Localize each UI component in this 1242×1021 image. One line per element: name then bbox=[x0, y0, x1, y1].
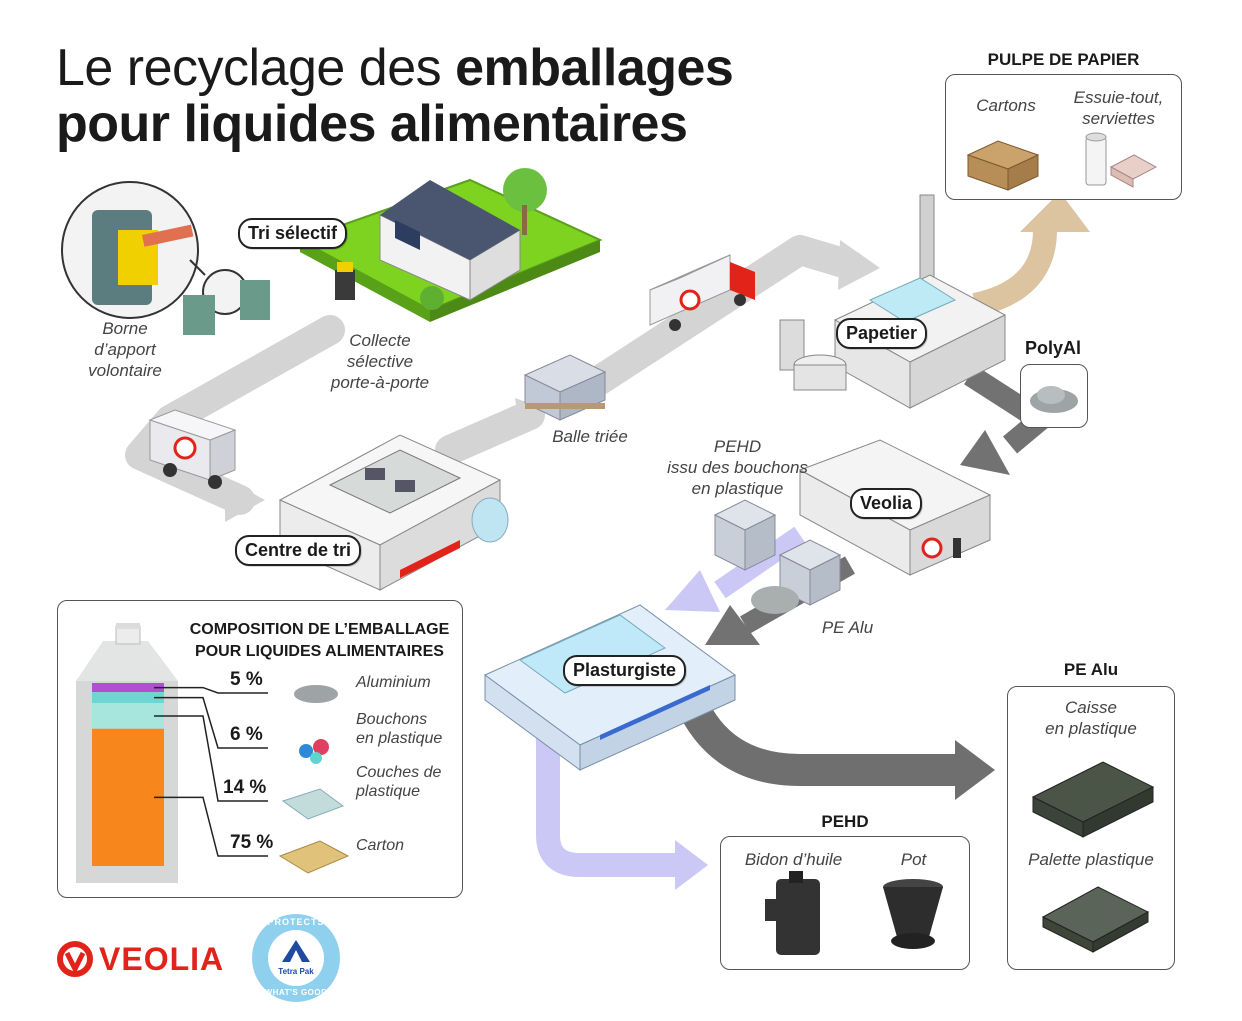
paper-mill bbox=[779, 194, 1007, 409]
label-collecte: Collecte sélective porte-à-porte bbox=[330, 331, 430, 392]
title-part1: Le recyclage des bbox=[56, 39, 456, 97]
pehd-box: Bidon d’huile Pot bbox=[720, 836, 970, 970]
dark-arrow-right bbox=[675, 693, 960, 786]
tetrapak-logo: PROTECTS Tetra Pak WHAT'S GOOD bbox=[250, 912, 342, 1004]
purple-arrowhead-upper bbox=[665, 570, 720, 612]
label-plasturgiste: Plasturgiste bbox=[563, 655, 687, 686]
composition-panel: COMPOSITION DE L’EMBALLAGE POUR LIQUIDES… bbox=[57, 600, 463, 898]
title-line2: pour liquides alimentaires bbox=[56, 95, 688, 153]
label-tri-selectif: Tri sélectif bbox=[238, 218, 348, 249]
dark-arrowhead-right bbox=[955, 740, 995, 800]
pulpe-item2: Essuie-tout, serviettes bbox=[1073, 88, 1164, 128]
label-pehd-bouchons: PEHD issu des bouchons en plastique bbox=[667, 437, 808, 498]
composition-bar-2 bbox=[92, 703, 164, 729]
pulpe-box: Cartons Essuie-tout, serviettes bbox=[945, 74, 1182, 200]
purple-arrow-down bbox=[536, 725, 680, 877]
composition-leader-2 bbox=[154, 715, 268, 802]
purple-arrowhead-down bbox=[675, 840, 708, 890]
dark-arrowhead-pealu bbox=[705, 605, 760, 645]
pe-alu-box: Caisse en plastique Palette plastique bbox=[1007, 686, 1175, 970]
sorted-bale bbox=[523, 354, 607, 421]
composition-label-0: Aluminium bbox=[356, 674, 431, 691]
composition-title: COMPOSITION DE L’EMBALLAGE POUR LIQUIDES… bbox=[189, 621, 450, 660]
label-veolia: Veolia bbox=[850, 488, 923, 519]
borne-zoom bbox=[61, 181, 270, 335]
tetrapak-bottom-text: WHAT'S GOOD bbox=[264, 988, 328, 997]
veolia-mark bbox=[57, 941, 93, 977]
composition-bar-1 bbox=[92, 692, 164, 704]
label-papetier: Papetier bbox=[836, 318, 928, 349]
grey-arrowhead-2 bbox=[515, 398, 548, 432]
pehd-icons bbox=[765, 871, 943, 955]
composition-leaders bbox=[154, 686, 268, 857]
page-title: Le recyclage des emballages pour liquide… bbox=[56, 39, 734, 153]
pehd-header: PEHD bbox=[821, 812, 869, 831]
tetrapak-top-text: PROTECTS bbox=[267, 917, 325, 927]
composition-pct-1: 6 % bbox=[230, 724, 263, 745]
tan-arrowhead bbox=[1020, 192, 1090, 232]
pe-alu-item2: Palette plastique bbox=[1028, 850, 1154, 869]
sorting-centre bbox=[278, 434, 509, 591]
veolia-logo: VEOLIA bbox=[57, 935, 232, 985]
composition-label-1: Bouchons en plastique bbox=[356, 711, 443, 747]
pe-alu-icons bbox=[1031, 761, 1155, 953]
veolia-plant bbox=[798, 439, 992, 576]
composition-icons bbox=[278, 685, 350, 874]
pulpe-icons bbox=[966, 132, 1158, 191]
composition-pct-2: 14 % bbox=[223, 777, 267, 798]
composition-pct-0: 5 % bbox=[230, 669, 263, 690]
composition-label-2: Couches de plastique bbox=[356, 764, 442, 800]
composition-label-3: Carton bbox=[356, 837, 405, 854]
pe-alu-item1: Caisse en plastique bbox=[1045, 698, 1137, 738]
composition-bars bbox=[92, 683, 164, 866]
polyal-sample bbox=[1020, 364, 1088, 428]
dark-arrowhead-veolia bbox=[960, 430, 1010, 475]
pe-alu-header: PE Alu bbox=[1063, 660, 1119, 679]
pulpe-item1: Cartons bbox=[976, 96, 1036, 115]
composition-leader-3 bbox=[154, 796, 268, 857]
pehd-item2: Pot bbox=[900, 850, 927, 869]
plastics-plant bbox=[484, 604, 736, 771]
label-pe-alu-small: PE Alu bbox=[821, 618, 874, 637]
composition-chart bbox=[76, 623, 350, 883]
house-illustration bbox=[297, 168, 603, 322]
veolia-logo-text: VEOLIA bbox=[99, 941, 225, 977]
pulpe-header: PULPE DE PAPIER bbox=[987, 50, 1140, 69]
composition-pct-3: 75 % bbox=[230, 832, 274, 853]
label-centre-tri: Centre de tri bbox=[235, 535, 362, 566]
composition-bar-3 bbox=[92, 728, 164, 866]
composition-bar-0 bbox=[92, 683, 164, 693]
tan-arrow bbox=[972, 225, 1057, 317]
grey-arrowhead-3 bbox=[838, 240, 880, 290]
composition-leader-0 bbox=[154, 686, 268, 694]
transport-truck bbox=[649, 254, 755, 331]
tetrapak-brand: Tetra Pak bbox=[278, 967, 314, 976]
title-part2: emballages bbox=[455, 39, 734, 97]
label-borne: Borne d’apport volontaire bbox=[88, 319, 162, 380]
collection-truck bbox=[148, 409, 237, 489]
pehd-item1: Bidon d’huile bbox=[744, 850, 843, 869]
composition-leader-1 bbox=[154, 696, 268, 749]
bulk-bags bbox=[713, 499, 842, 614]
grey-arrowhead-1 bbox=[225, 478, 265, 522]
label-polyal: PolyAl bbox=[1025, 338, 1082, 358]
label-balle: Balle triée bbox=[552, 427, 628, 446]
